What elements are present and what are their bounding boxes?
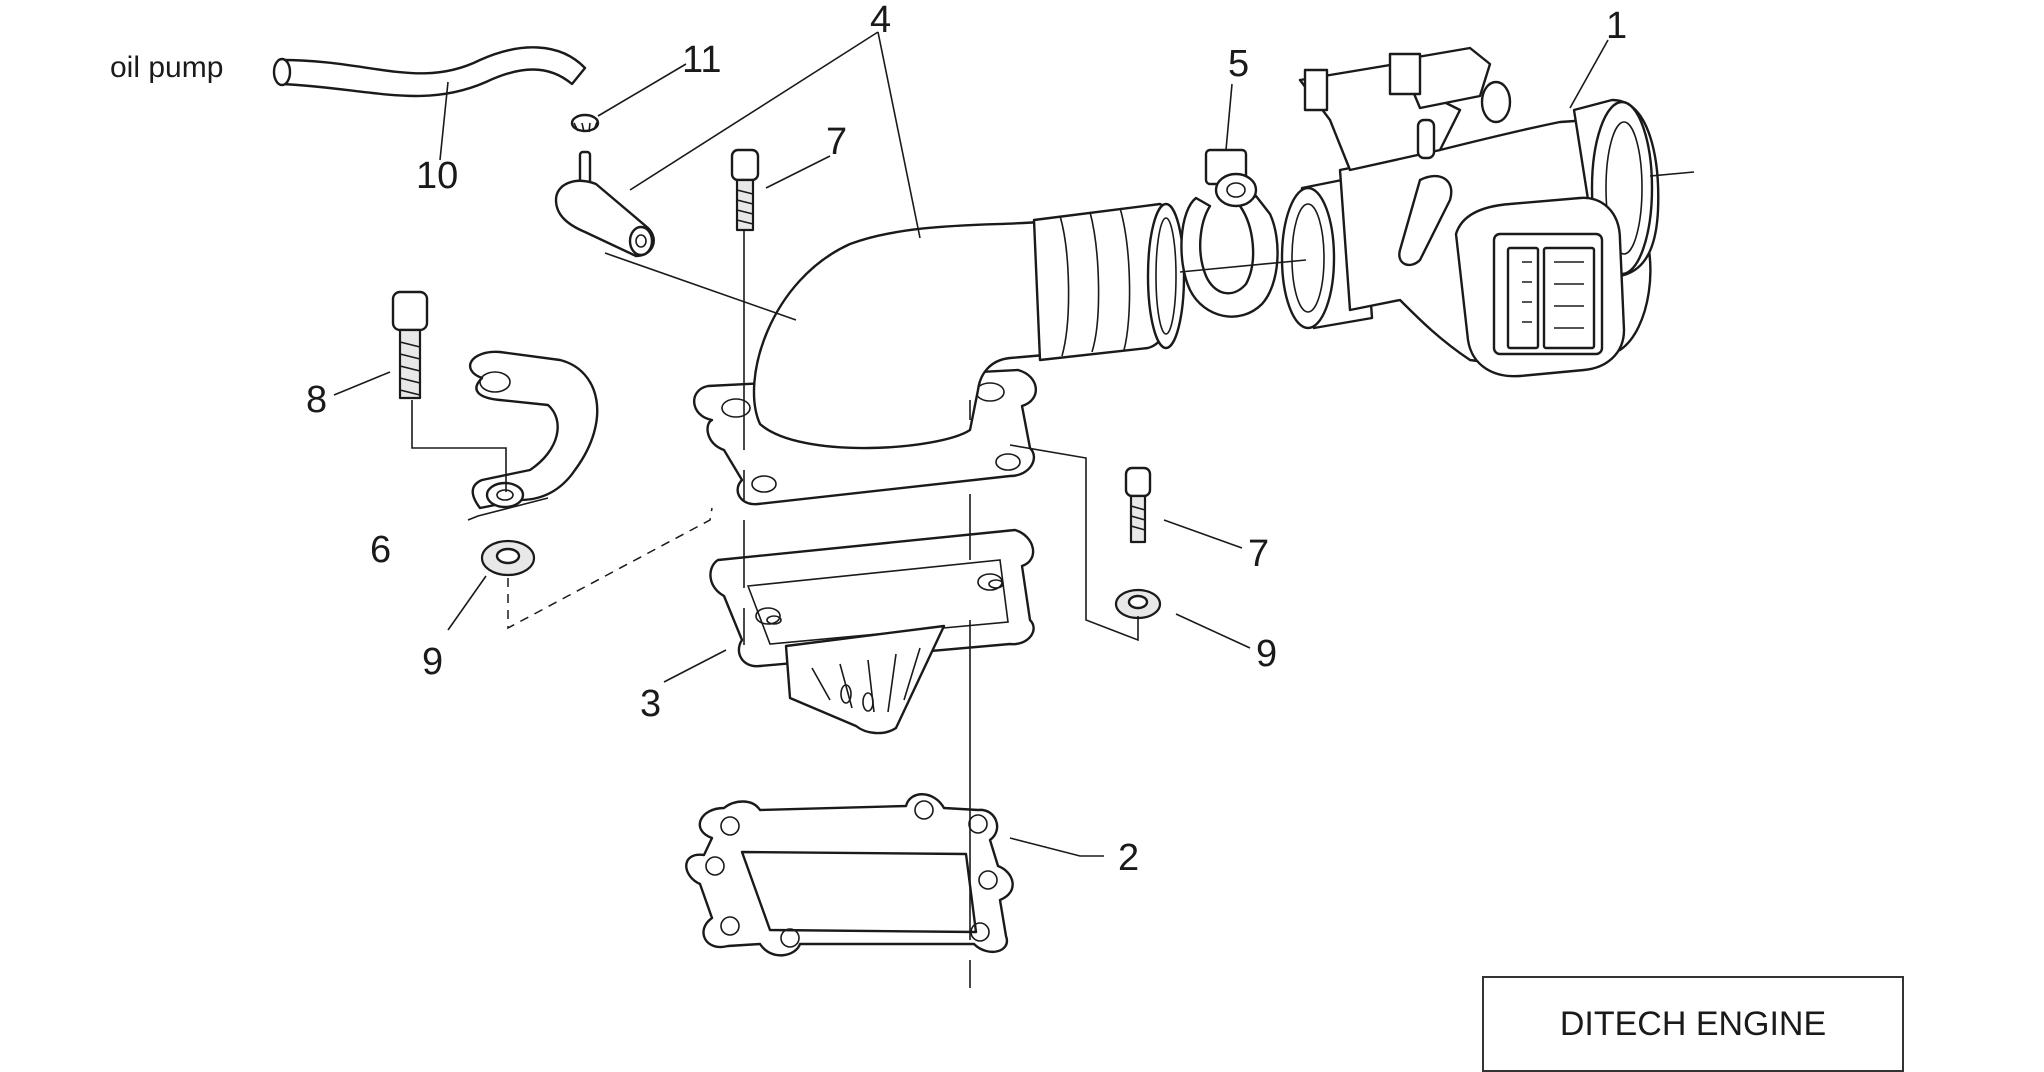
- callout-9-right: 9: [1256, 633, 1277, 675]
- part-10-oil-hose: [272, 46, 587, 98]
- labels: oil pump 1 2 3 4 5 6 7 7 8 9 9 10 11: [110, 0, 1627, 879]
- part-4-intake-manifold: [693, 202, 1186, 506]
- assembly-lines: [411, 230, 1307, 988]
- part-5-hose-clamp: [1180, 148, 1279, 318]
- callout-1: 1: [1606, 5, 1627, 47]
- part-7-bolt-right: [1124, 466, 1152, 544]
- part-9-washer-left: [480, 539, 536, 577]
- callout-7-upper: 7: [826, 121, 847, 163]
- callout-11: 11: [682, 39, 721, 81]
- callout-3: 3: [640, 683, 661, 725]
- part-4-oil-fitting: [554, 150, 655, 258]
- part-9-washer-right: [1114, 588, 1162, 620]
- callout-6: 6: [370, 529, 391, 571]
- part-8-bolt: [391, 290, 429, 400]
- callout-2: 2: [1118, 837, 1139, 879]
- part-6-bracket: [469, 350, 599, 510]
- callout-9-left: 9: [422, 641, 443, 683]
- part-2-gasket: [685, 793, 1014, 957]
- part-7-bolt-upper: [730, 148, 760, 232]
- oil-pump-label: oil pump: [110, 51, 223, 84]
- engine-type-badge: DITECH ENGINE: [1482, 976, 1904, 1072]
- part-1-throttle-body: [1280, 46, 1695, 378]
- callout-4: 4: [870, 0, 891, 41]
- callout-5: 5: [1228, 43, 1249, 85]
- part-11-small-clamp: [570, 113, 600, 133]
- callout-7-right: 7: [1248, 533, 1269, 575]
- leader-lines: [333, 31, 1609, 857]
- engine-type-text: DITECH ENGINE: [1559, 1004, 1827, 1043]
- part-3-reed-valve: [709, 528, 1035, 735]
- callout-10: 10: [416, 155, 458, 197]
- callout-8: 8: [306, 379, 327, 421]
